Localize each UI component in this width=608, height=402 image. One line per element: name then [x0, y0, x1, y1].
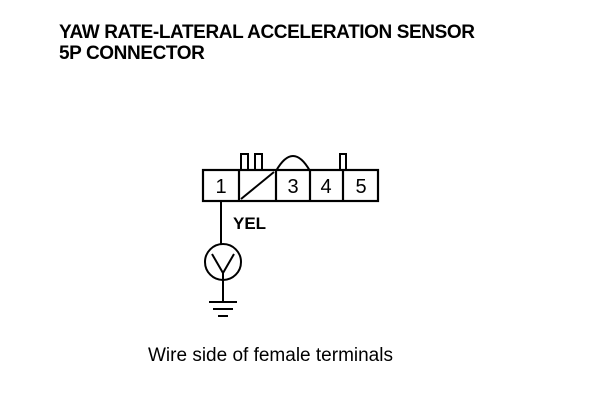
- terminal-label-1: 1: [215, 176, 226, 198]
- title-line-1: YAW RATE-LATERAL ACCELERATION SENSOR: [59, 22, 475, 43]
- voltmeter-icon: [204, 243, 242, 281]
- diagram-caption: Wire side of female terminals: [148, 345, 393, 366]
- terminal-label-3: 3: [287, 176, 298, 198]
- diagonal-slash-icon: [240, 171, 275, 200]
- connector-locking-tabs: [240, 153, 347, 172]
- title-line-2: 5P CONNECTOR: [59, 43, 205, 64]
- diagram-title: YAW RATE-LATERAL ACCELERATION SENSOR 5P …: [59, 22, 475, 64]
- connector-body: [201, 168, 380, 203]
- terminal-label-4: 4: [320, 176, 331, 198]
- wire-color-label: YEL: [233, 214, 266, 233]
- ground-icon: [209, 280, 237, 317]
- terminal-label-5: 5: [355, 176, 366, 198]
